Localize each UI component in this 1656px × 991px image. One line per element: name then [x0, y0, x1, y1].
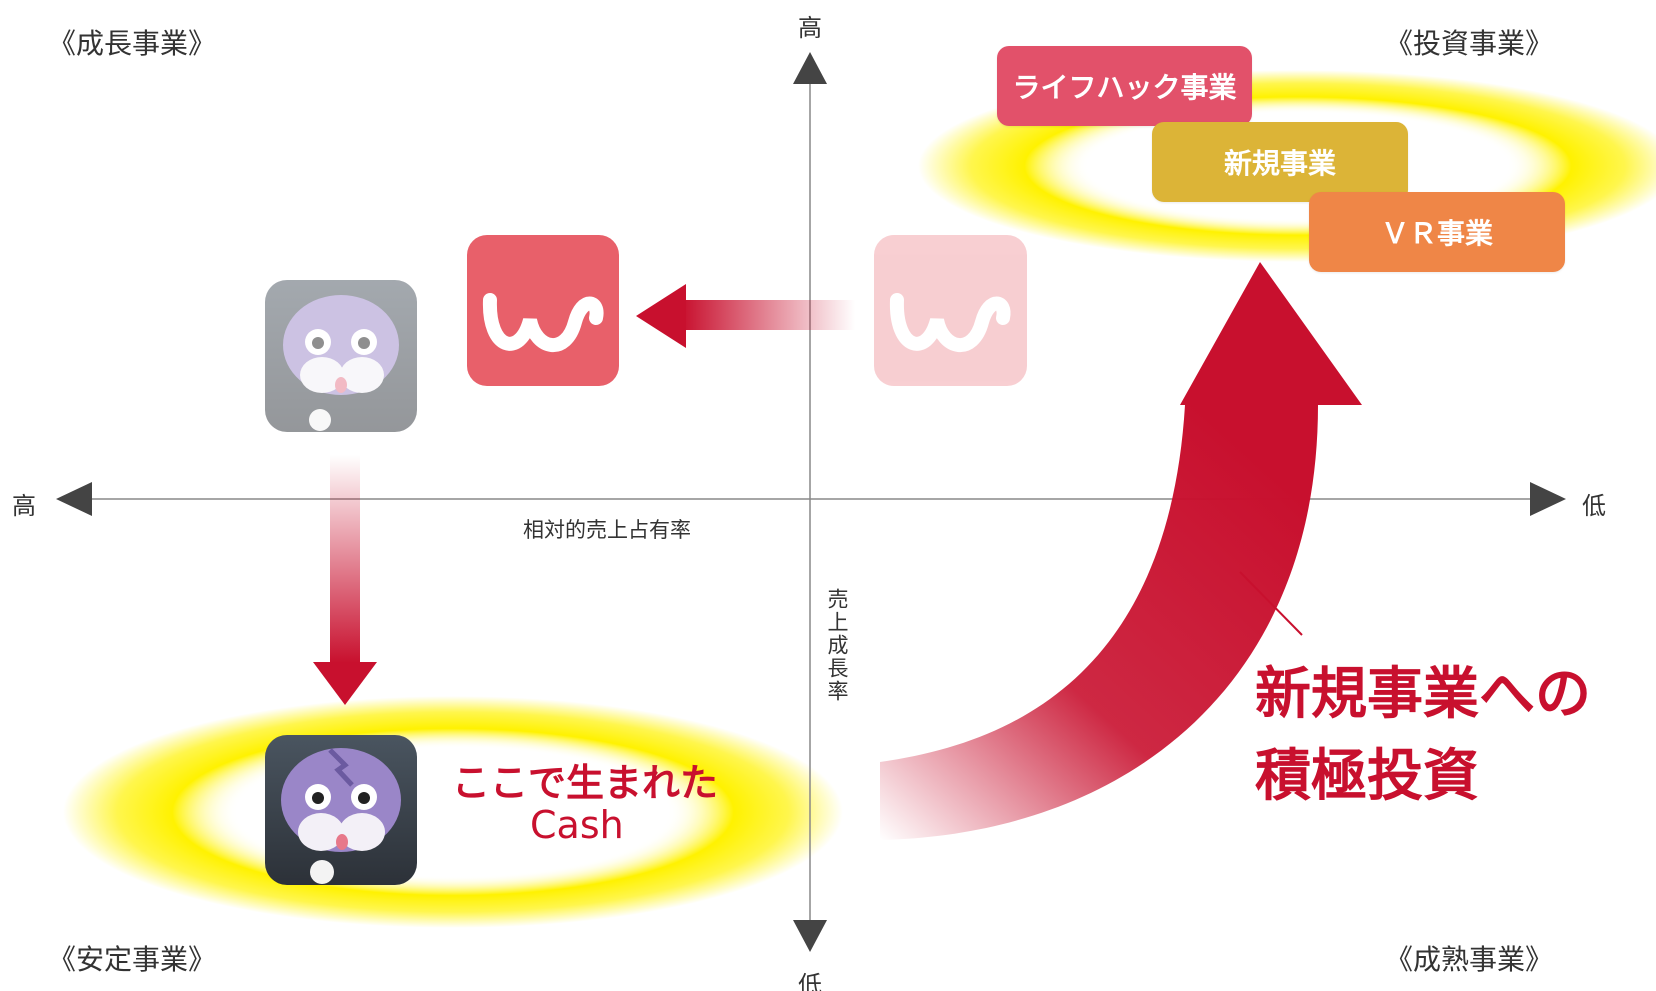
business-pill-vr: ＶＲ事業: [1309, 192, 1565, 272]
w-app-icon-faded: [874, 235, 1027, 386]
investment-line-1: 新規事業への: [1255, 662, 1591, 727]
w-app-icon: [467, 235, 619, 386]
character-app-icon: [265, 735, 417, 885]
investment-pointer-line: [1239, 571, 1303, 636]
axis-label-bottom: 低: [798, 971, 822, 991]
quadrant-label-investment: 《投資事業》: [1385, 27, 1554, 60]
axis-label-right: 低: [1582, 492, 1606, 520]
investment-line-2: 積極投資: [1255, 744, 1479, 809]
investment-arrow: [880, 262, 1362, 840]
axis-label-left: 高: [12, 492, 36, 520]
character-app-icon-faded: [265, 280, 417, 432]
halo-bottom-left: [63, 696, 843, 928]
quadrant-label-stable: 《安定事業》: [48, 943, 217, 976]
cash-title: ここで生まれた: [452, 761, 719, 805]
business-pill-lifehack: ライフハック事業: [997, 46, 1252, 126]
cash-subtitle: Cash: [530, 803, 624, 847]
axis-arrow-right: [1530, 482, 1566, 516]
move-arrow-down-head: [313, 662, 377, 705]
move-arrow-down-shaft: [330, 455, 360, 663]
axis-arrow-down: [793, 920, 827, 952]
axis-label-top: 高: [798, 14, 822, 42]
move-arrow-left-head: [636, 284, 686, 348]
move-arrow-left-shaft: [682, 300, 855, 330]
axis-arrow-up: [793, 52, 827, 84]
quadrant-label-mature: 《成熟事業》: [1385, 943, 1554, 976]
quadrant-label-growth: 《成長事業》: [48, 27, 217, 60]
horizontal-axis-title: 相対的売上占有率: [523, 518, 691, 542]
vertical-axis-title: 売上成長率: [825, 588, 849, 703]
axis-arrow-left: [56, 482, 92, 516]
business-pill-new: 新規事業: [1152, 122, 1408, 202]
